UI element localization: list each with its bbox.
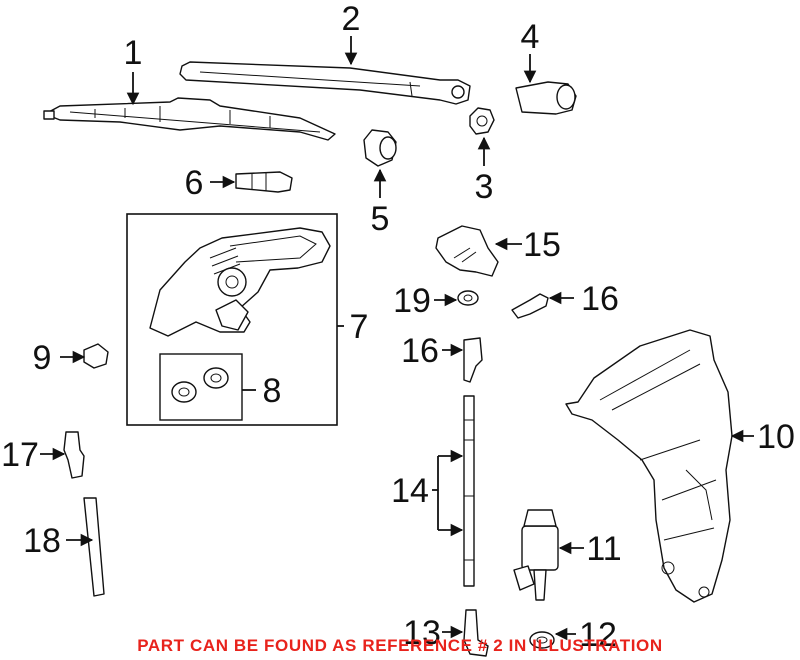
connector-part bbox=[235, 171, 293, 193]
callout-15: 15 bbox=[523, 226, 561, 264]
rod-part bbox=[463, 395, 475, 587]
screw-part-17 bbox=[63, 431, 85, 479]
callout-7: 7 bbox=[350, 308, 369, 346]
wiper-blade-part bbox=[43, 97, 336, 141]
callout-17: 17 bbox=[1, 436, 39, 474]
leader-lines bbox=[40, 36, 754, 641]
motor-assembly-box bbox=[126, 213, 338, 426]
callout-1: 1 bbox=[124, 34, 143, 72]
washer-pump-part bbox=[513, 509, 559, 601]
bracket-part bbox=[435, 225, 499, 277]
callout-18: 18 bbox=[23, 522, 61, 560]
screw-part-lower bbox=[463, 337, 483, 383]
reference-notice: PART CAN BE FOUND AS REFERENCE # 2 IN IL… bbox=[137, 636, 663, 655]
callout-6: 6 bbox=[185, 164, 204, 202]
hose-connector-part bbox=[463, 609, 489, 657]
bushing-part bbox=[83, 343, 109, 369]
washer-reservoir-part bbox=[565, 329, 733, 603]
callout-13: 13 bbox=[403, 614, 441, 652]
grommet-part bbox=[363, 129, 397, 167]
callout-3: 3 bbox=[475, 168, 494, 206]
seal-part bbox=[529, 631, 555, 649]
callout-10: 10 bbox=[757, 418, 795, 456]
callout-8: 8 bbox=[263, 372, 282, 410]
callout-19: 19 bbox=[393, 282, 431, 320]
callout-9: 9 bbox=[33, 339, 52, 377]
screw-part-upper bbox=[511, 293, 549, 319]
nut-part bbox=[469, 107, 495, 135]
cap-part bbox=[515, 81, 577, 115]
callout-12: 12 bbox=[579, 616, 617, 654]
callout-14: 14 bbox=[391, 472, 429, 510]
clip-part bbox=[457, 290, 479, 306]
hose-part bbox=[83, 497, 105, 597]
callout-4: 4 bbox=[521, 18, 540, 56]
callout-16-lower: 16 bbox=[401, 332, 439, 370]
callout-11: 11 bbox=[586, 530, 621, 568]
wiper-arm-part bbox=[179, 61, 471, 105]
callout-2: 2 bbox=[342, 0, 361, 38]
callout-5: 5 bbox=[371, 200, 390, 238]
callout-16-upper: 16 bbox=[581, 280, 619, 318]
